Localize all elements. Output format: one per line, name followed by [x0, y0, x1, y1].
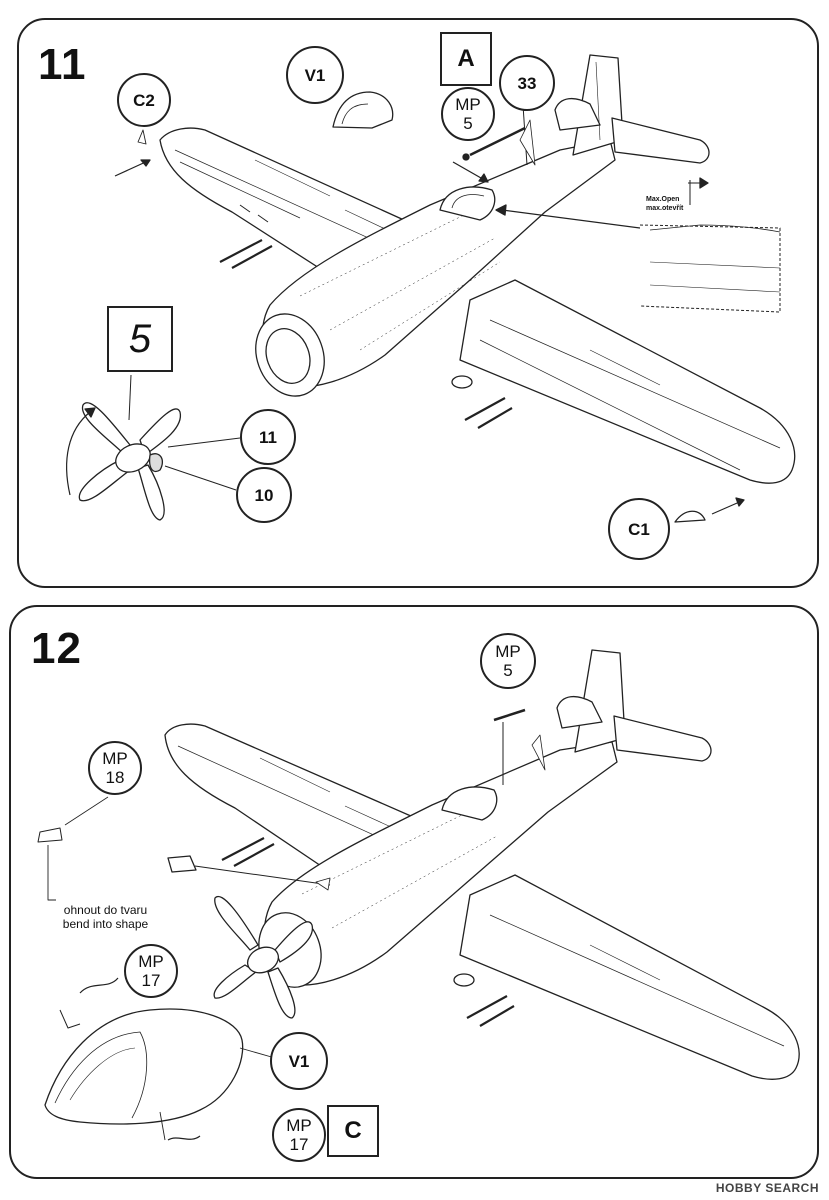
assembly-a-label: A — [457, 45, 475, 72]
part-v1-label-step12: V1 — [288, 1051, 310, 1071]
part-33-label: 33 — [517, 73, 537, 93]
canopy-max-open-label-cz: max.otevřít — [646, 205, 684, 212]
part-10-callout: 10 — [236, 467, 292, 523]
assembly-a-box: A — [440, 32, 492, 86]
bend-note-english: bend into shape — [62, 917, 149, 931]
part-mp5-prefix-step12: MP — [495, 642, 521, 661]
part-mp18-number: 18 — [105, 768, 125, 787]
part-mp5-number-step12: 5 — [503, 661, 513, 680]
part-c2-callout: C2 — [117, 73, 171, 127]
part-33-callout: 33 — [499, 55, 555, 111]
part-v1-callout: V1 — [286, 46, 344, 104]
bend-note-czech: ohnout do tvaru — [63, 903, 148, 917]
propeller-5-label: 5 — [128, 316, 152, 361]
part-10-label: 10 — [254, 485, 274, 505]
step-12-number: 12 — [31, 624, 82, 673]
part-v1-label: V1 — [304, 65, 326, 85]
part-mp5-number: 5 — [463, 114, 473, 133]
hobby-search-watermark: HOBBY SEARCH — [715, 1181, 819, 1195]
assembly-c-label: C — [344, 1117, 362, 1144]
part-mp5-prefix: MP — [455, 95, 481, 114]
assembly-c-box: C — [327, 1105, 379, 1157]
part-c1-callout: C1 — [608, 498, 670, 560]
part-c2-label: C2 — [133, 90, 155, 110]
part-mp17-prefix-lower: MP — [286, 1116, 312, 1135]
bend-into-shape-note: ohnout do tvaru bend into shape — [43, 903, 168, 931]
part-mp17-number-lower: 17 — [289, 1135, 309, 1154]
part-mp17-number-upper: 17 — [141, 971, 161, 990]
part-v1-callout-step12: V1 — [270, 1032, 328, 1090]
propeller-5-box: 5 — [107, 306, 173, 372]
step-12-panel — [9, 605, 819, 1179]
part-c1-label: C1 — [628, 519, 650, 539]
canopy-max-open-label: Max.Open — [646, 196, 680, 203]
part-11-label: 11 — [259, 427, 277, 447]
part-mp18-prefix: MP — [102, 749, 128, 768]
part-11-callout: 11 — [240, 409, 296, 465]
part-mp17-prefix-upper: MP — [138, 952, 164, 971]
step-11-number: 11 — [38, 40, 87, 89]
